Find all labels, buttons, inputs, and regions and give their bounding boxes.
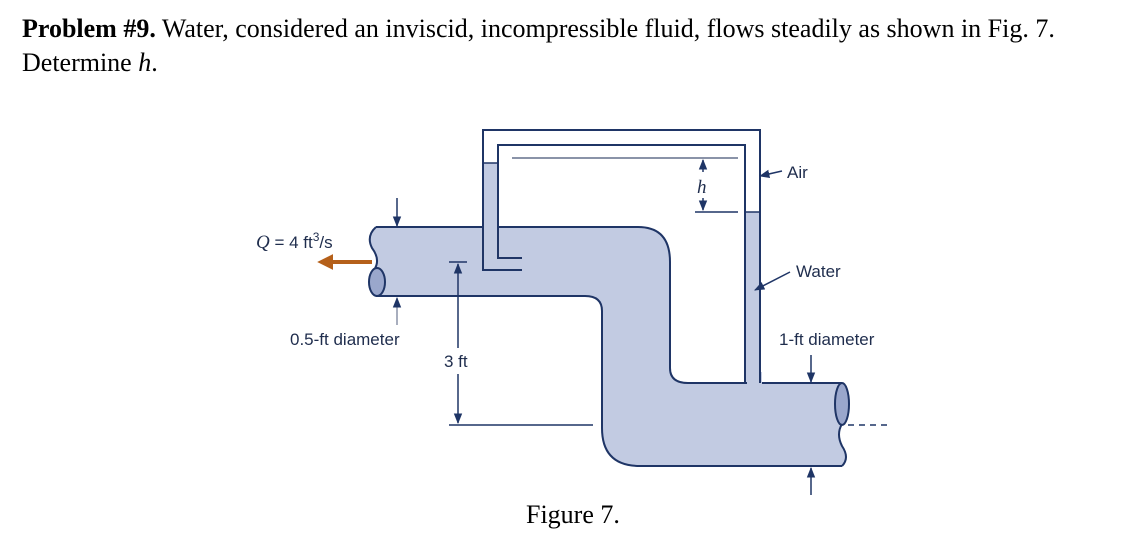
air-label: Air xyxy=(787,163,808,182)
manometer-outer-wall xyxy=(482,129,761,383)
pipe-body xyxy=(369,227,846,466)
left-pipe-cut-edge xyxy=(368,226,378,271)
manometer-left-water-column xyxy=(483,163,498,270)
h-label: h xyxy=(697,177,707,198)
problem-text-2: . xyxy=(151,48,158,77)
problem-label: Problem #9. xyxy=(22,14,156,43)
water-label: Water xyxy=(796,262,841,281)
right-pipe-end-opening xyxy=(834,382,850,426)
height-label: 3 ft xyxy=(444,352,468,371)
manometer-right-water-column xyxy=(745,212,760,385)
flow-q-unit: /s xyxy=(319,233,332,252)
air-pointer xyxy=(758,169,783,179)
flow-q-symbol: Q xyxy=(256,232,270,253)
large-diameter-label: 1-ft diameter xyxy=(779,330,875,349)
right-pipe-cut-edge xyxy=(838,423,847,467)
problem-variable: h xyxy=(138,48,152,77)
manometer-inner-wall xyxy=(497,144,746,383)
figure-caption: Figure 7. xyxy=(526,500,620,529)
pipe-outline xyxy=(376,226,842,467)
problem-statement: Problem #9. Water, considered an invisci… xyxy=(22,12,1122,80)
flow-q-exponent: 3 xyxy=(313,230,320,244)
problem-text-1: Water, considered an inviscid, incompres… xyxy=(22,14,1055,77)
flow-label: Q = 4 ft3/s xyxy=(256,230,333,253)
flow-q-value: = 4 ft xyxy=(270,233,313,252)
left-pipe-end-opening xyxy=(368,267,386,297)
water-pointer xyxy=(754,271,791,291)
small-diameter-label: 0.5-ft diameter xyxy=(290,330,400,349)
